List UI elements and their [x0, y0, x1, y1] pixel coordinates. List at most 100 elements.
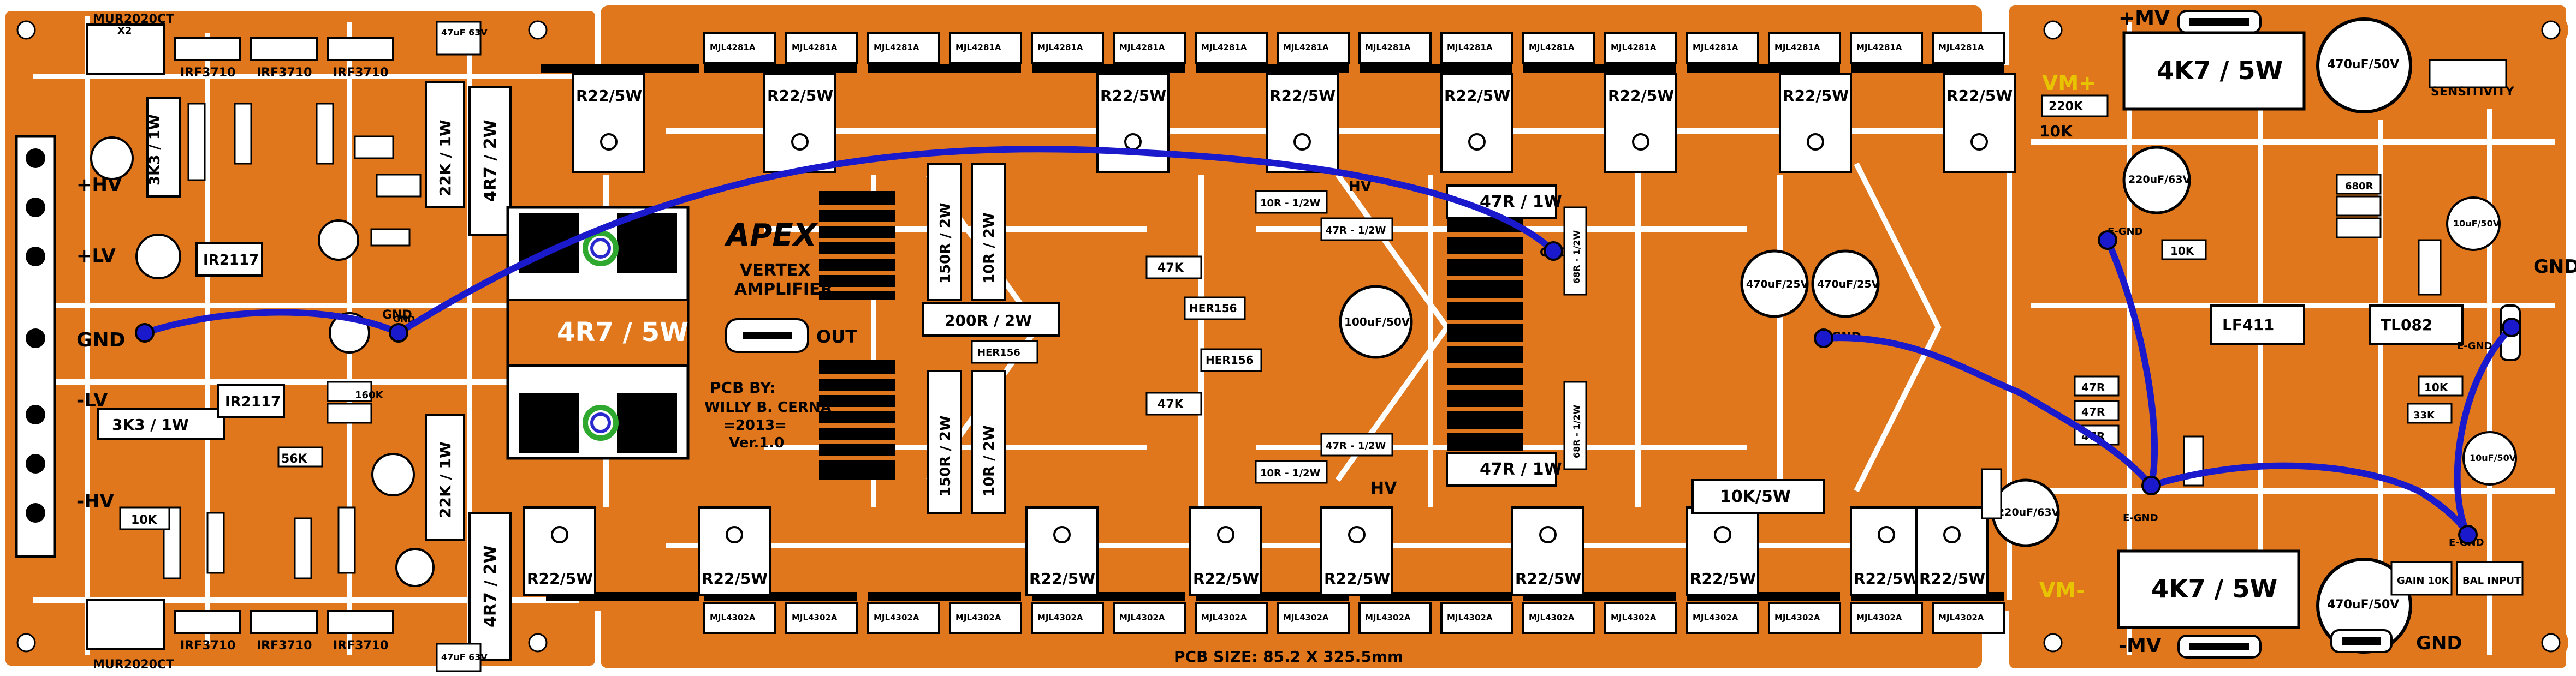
svg-text:IRF3710: IRF3710 [180, 66, 235, 80]
svg-text:47uF 63V: 47uF 63V [441, 27, 488, 38]
transistor-top [1932, 32, 2005, 64]
transistor-bottom [1686, 602, 1759, 634]
gain-pot [2390, 561, 2453, 596]
svg-text:GND: GND [393, 314, 415, 324]
svg-text:4R7 / 2W: 4R7 / 2W [481, 119, 500, 202]
label-hv-neg: -HV [76, 490, 115, 512]
r47r-1w-bottom [1446, 452, 1557, 487]
transistor-bottom [1195, 602, 1268, 634]
svg-text:HER156: HER156 [977, 347, 1020, 358]
via-green-bottom [583, 405, 619, 441]
credit-2: WILLY B. CERNA [704, 399, 832, 416]
svg-text:3K3 / 1W: 3K3 / 1W [147, 114, 163, 186]
ic-ir2117-bottom [217, 384, 285, 418]
r22-bottom [1915, 506, 1989, 596]
r22-bottom [1686, 506, 1759, 596]
transistor-bottom [1440, 602, 1513, 634]
top-busbars [541, 64, 2004, 73]
r22-bottom [1025, 506, 1099, 596]
choke-bottom-right [617, 393, 677, 453]
transistor-top [1031, 32, 1104, 64]
svg-text:47R / 1W: 47R / 1W [1480, 193, 1562, 212]
svg-text:220K: 220K [2049, 100, 2084, 113]
ic-ir2117-top [195, 242, 263, 277]
label-vm-neg: VM- [2039, 578, 2085, 602]
transistor-top-label: MJL4281A [1119, 43, 1165, 52]
transistor-top-label: MJL4281A [710, 43, 756, 52]
svg-text:470uF/25V: 470uF/25V [1817, 278, 1880, 290]
svg-text:IR2117: IR2117 [225, 394, 281, 410]
r4r7-center [507, 299, 689, 367]
svg-text:22K / 1W: 22K / 1W [436, 119, 454, 196]
mosfet-bottom-1 [174, 610, 241, 634]
svg-text:IRF3710: IRF3710 [333, 639, 388, 653]
svg-text:IR2117: IR2117 [203, 252, 259, 268]
label-bal-input: BAL INPUT [2462, 575, 2521, 587]
r10r-top [971, 163, 1006, 301]
r22-top [1440, 73, 1513, 173]
jumper-endpoints [135, 230, 2521, 545]
svg-text:IRF3710: IRF3710 [257, 639, 312, 653]
transistor-bottom [1768, 602, 1841, 634]
r22k-top [425, 81, 465, 208]
center-stage: MJL4281A MJL4281A MJL4281A MJL4281A MJL4281A… [506, 32, 2016, 666]
svg-text:150R / 2W: 150R / 2W [937, 415, 954, 496]
svg-text:IRF3710: IRF3710 [257, 66, 312, 80]
transistor-top-label: MJL4281A [1447, 43, 1493, 52]
pcb-size-label: PCB SIZE: 85.2 X 325.5mm [1174, 648, 1403, 666]
transistor-bottom [785, 602, 858, 634]
jumper-egnd-right [2454, 324, 2515, 538]
transistor-bottom [1277, 602, 1350, 634]
svg-text:4R7 / 5W: 4R7 / 5W [557, 317, 688, 348]
label-vm-pos: VM+ [2042, 71, 2096, 95]
small-parts-left [119, 103, 422, 579]
transistor-bottom-label: MJL4302A [1938, 613, 1984, 623]
cap-220-63-top [2122, 146, 2191, 214]
svg-text:10uF/50V: 10uF/50V [2470, 453, 2516, 463]
svg-text:10K: 10K [2424, 381, 2449, 394]
svg-text:10K: 10K [2039, 122, 2073, 140]
r22-top [763, 73, 836, 173]
transistor-bottom [867, 602, 940, 634]
label-sensitivity: SENSITIVITY [2431, 85, 2515, 99]
choke-top-right [617, 213, 677, 273]
bal-input-connector [2456, 561, 2524, 596]
transistor-top [1277, 32, 1350, 64]
transistor-bottom-label: MJL4302A [792, 613, 838, 623]
cap-470-25-b [1811, 249, 1880, 318]
transistor-top-label: MJL4281A [1365, 43, 1411, 52]
left-module: MUR2020CT X2 MUR2020CT IRF3710 IRF3710 I… [15, 13, 512, 672]
cap-10uf-b [2462, 431, 2517, 486]
r22-top-label: R22/5W [767, 87, 833, 105]
transistor-bottom-label: MJL4302A [1856, 613, 1902, 623]
r200r [922, 302, 1060, 337]
svg-text:47R - 1/2W: 47R - 1/2W [1326, 440, 1386, 452]
r22-bottom [1320, 506, 1393, 596]
r150r-top [927, 163, 962, 301]
transistor-bottom-label: MJL4302A [874, 613, 919, 623]
svg-text:47R: 47R [2081, 381, 2105, 394]
ic-tl082 [2369, 304, 2464, 345]
r4k7-top [2122, 31, 2306, 111]
transistor-top-label: MJL4281A [874, 43, 919, 52]
svg-text:150R / 2W: 150R / 2W [937, 202, 954, 284]
svg-text:160K: 160K [355, 390, 384, 401]
r4r7-2w-bottom [468, 512, 512, 661]
r4r7-2w-top [468, 86, 512, 236]
svg-text:680R: 680R [2345, 181, 2373, 192]
r22-top-label: R22/5W [1444, 87, 1510, 105]
svg-text:220uF/63V: 220uF/63V [1997, 506, 2060, 518]
svg-text:10K/5W: 10K/5W [1720, 487, 1791, 506]
jumper-gnd-main [141, 146, 1557, 337]
svg-text:E-GND: E-GND [2108, 226, 2143, 237]
r150r-bottom [927, 370, 962, 514]
sensitivity-pot [2429, 59, 2507, 88]
transistor-bottom [1358, 602, 1432, 634]
svg-text:IRF3710: IRF3710 [180, 639, 235, 653]
svg-text:33K: 33K [2413, 410, 2435, 421]
transistor-top-label: MJL4281A [1611, 43, 1657, 52]
svg-text:470uF/50V: 470uF/50V [2327, 58, 2399, 71]
r22-top-label: R22/5W [1946, 87, 2013, 105]
